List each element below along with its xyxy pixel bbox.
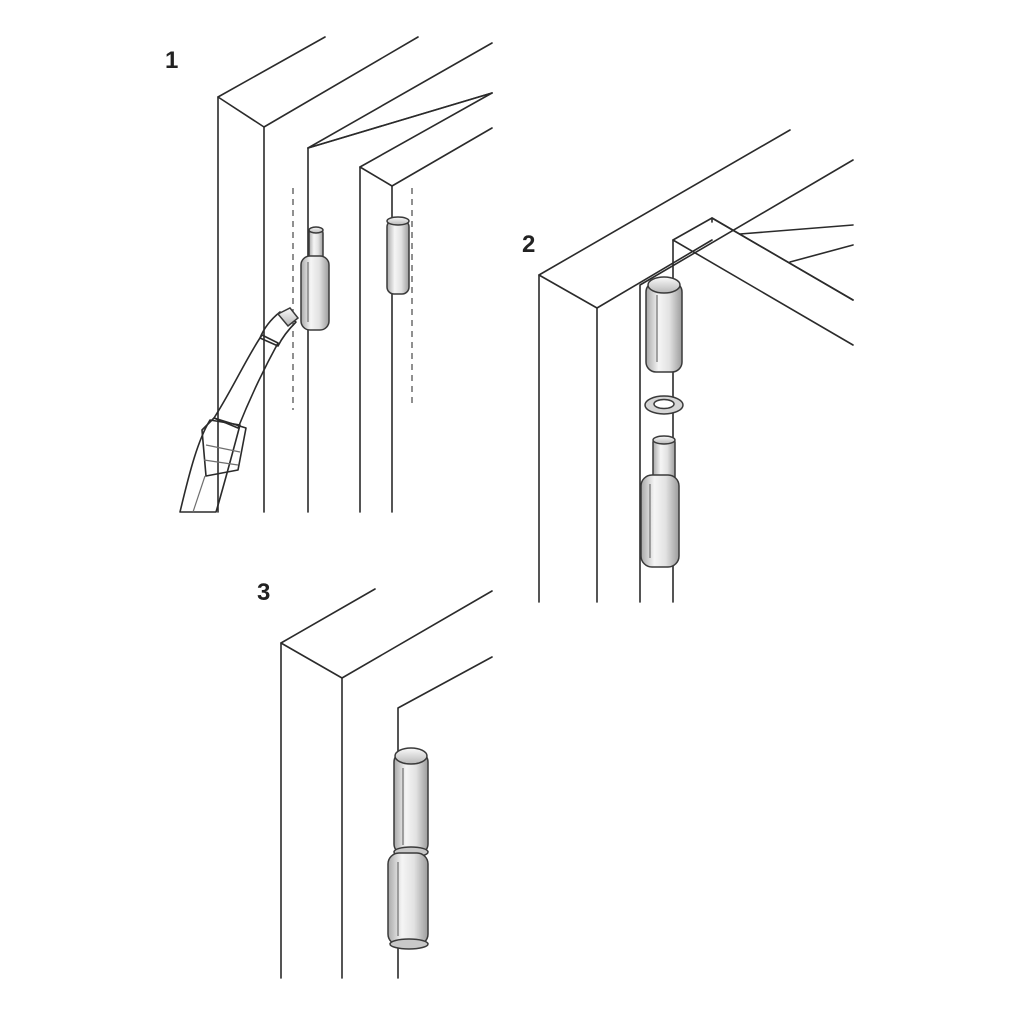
step-3-label: 3 bbox=[257, 579, 270, 606]
step-2-washer-ring bbox=[644, 395, 684, 415]
step-2-lower-hinge-pin bbox=[640, 435, 680, 568]
step-2-door-leaf bbox=[672, 217, 854, 603]
step-1-alignment-guides bbox=[292, 188, 413, 410]
step-3-assembled-hinge bbox=[387, 747, 429, 950]
step-2-upper-hinge-sleeve bbox=[645, 276, 683, 373]
step-2-door-frame bbox=[538, 129, 854, 603]
step-3-panel: 3 bbox=[257, 579, 493, 979]
welding-torch-icon bbox=[179, 307, 300, 513]
step-1-hinge-sleeve-part bbox=[386, 216, 410, 295]
step-1-label: 1 bbox=[165, 47, 178, 74]
step-2-panel: 2 bbox=[522, 129, 854, 603]
step-1-panel: 1 bbox=[165, 36, 493, 513]
step-3-door-frame bbox=[280, 588, 493, 979]
step-1-door-frame bbox=[217, 36, 493, 513]
step-2-label: 2 bbox=[522, 231, 535, 258]
step-1-hinge-pin-part bbox=[300, 226, 330, 331]
step-1-door-leaf bbox=[359, 127, 493, 513]
